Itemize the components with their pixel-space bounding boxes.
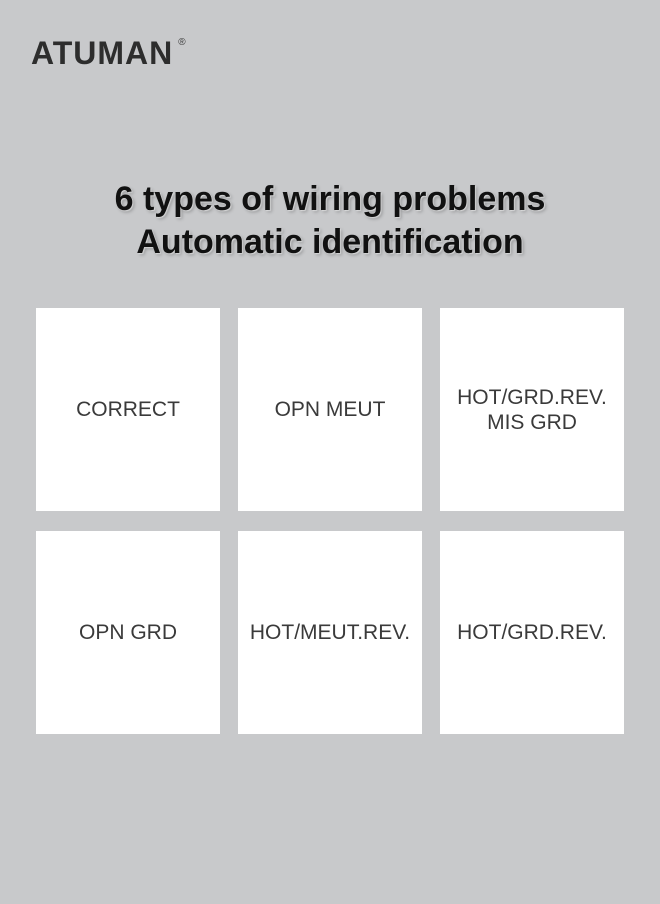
status-card-hot-neutral-reversed: HOT/MEUT.REV. [238, 531, 422, 734]
headline: 6 types of wiring problems Automatic ide… [0, 178, 660, 264]
status-card-label: CORRECT [76, 398, 180, 421]
status-card-label: OPN MEUT [274, 398, 386, 421]
status-card-label: HOT/MEUT.REV. [249, 621, 411, 644]
status-card-open-ground: OPN GRD [36, 531, 220, 734]
status-card-hot-ground-reversed-missing-ground: HOT/GRD.REV. MIS GRD [440, 308, 624, 511]
wiring-status-grid: CORRECT OPN MEUT HOT/GRD.REV. MIS GRD OP… [36, 308, 624, 734]
brand-name: ATUMAN [31, 35, 174, 71]
headline-line-2: Automatic identification [136, 223, 524, 261]
status-card-label: HOT/GRD.REV. [457, 621, 607, 644]
brand-logo: ATUMAN ® [31, 36, 186, 70]
status-card-hot-ground-reversed: HOT/GRD.REV. [440, 531, 624, 734]
headline-line-1: 6 types of wiring problems [114, 180, 546, 218]
status-card-open-neutral: OPN MEUT [238, 308, 422, 511]
status-card-label: HOT/GRD.REV. MIS GRD [457, 385, 607, 434]
registered-mark: ® [178, 37, 186, 48]
status-card-correct: CORRECT [36, 308, 220, 511]
status-card-label: OPN GRD [78, 621, 177, 644]
